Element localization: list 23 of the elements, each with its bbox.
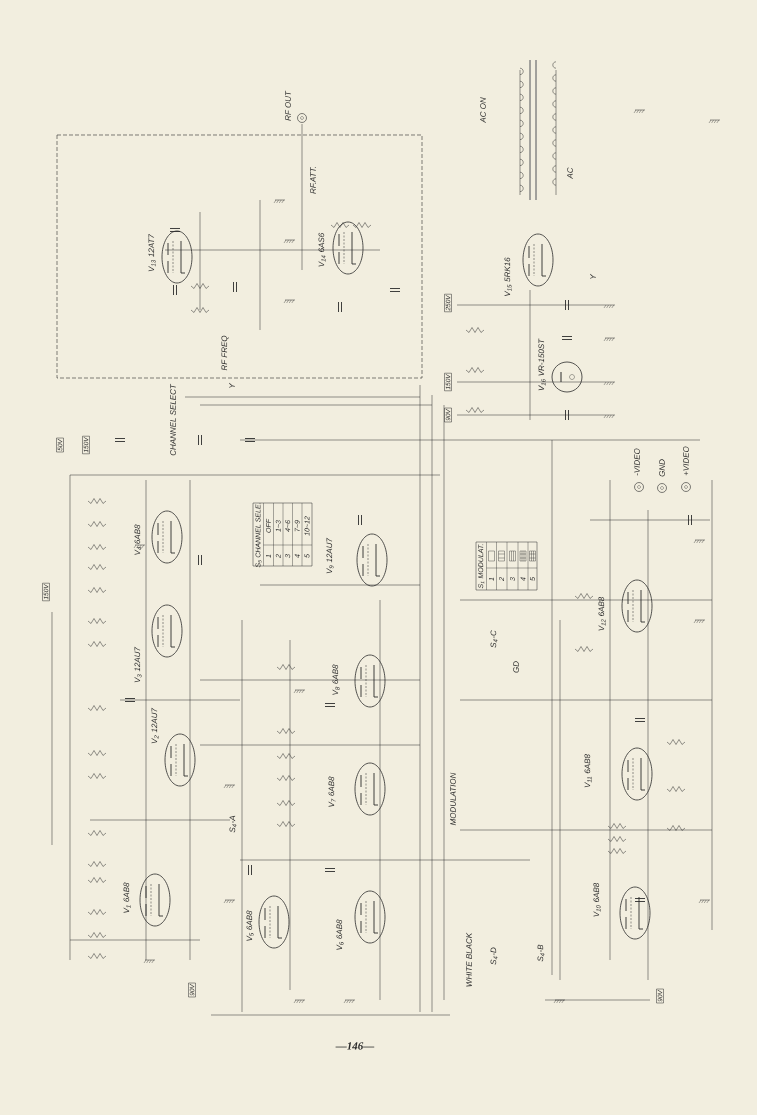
switch-label: CHANNEL SELECT xyxy=(170,383,176,456)
node-label: GND xyxy=(659,459,665,477)
signal-label: Y xyxy=(590,273,596,279)
signal-label: Y xyxy=(229,382,235,388)
switch-label: WHITE BLACK xyxy=(466,932,472,987)
diode-label: GD xyxy=(513,661,519,673)
terminal-jack: -VIDEO xyxy=(634,448,644,492)
terminal-jack: RF OUT xyxy=(285,90,307,123)
node-label: -VIDEO xyxy=(634,448,640,476)
switch-label: AC ON xyxy=(480,97,486,124)
switch-label: S$_{4}$-B xyxy=(537,944,545,962)
node-label: +VIDEO xyxy=(683,446,689,476)
signal-label: RF FREQ xyxy=(221,335,229,371)
page-number: —146— xyxy=(335,1042,375,1050)
switch-label: MODULATION xyxy=(450,772,456,826)
control-label: RF.ATT. xyxy=(310,167,316,194)
switch-label: S$_{4}$-C xyxy=(490,630,498,648)
switch-label: S$_{4}$-D xyxy=(490,947,498,965)
terminal-jack: GND xyxy=(657,459,667,493)
terminal-jack: +VIDEO xyxy=(681,446,691,492)
node-label: RF OUT xyxy=(285,90,291,121)
switch-label: S$_{4}$-A xyxy=(229,815,237,833)
plug-label: AC xyxy=(567,167,573,179)
